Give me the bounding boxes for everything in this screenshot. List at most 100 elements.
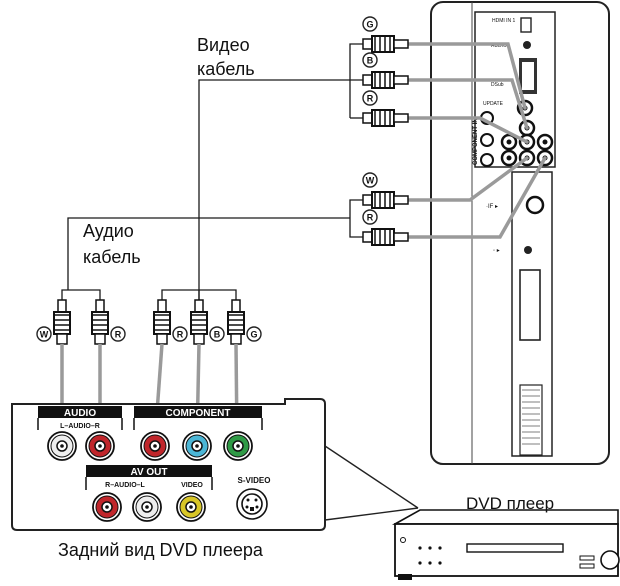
dvd-plug-comp-g-letter-circle [246,326,262,342]
tv-plug-b-letter: B [367,56,374,66]
dvd-plug-comp-b-strain [194,299,204,313]
dvd-plug-comp-r-tip [156,333,168,345]
dvd-plug-r [91,299,109,345]
dvd-plug-comp-b-letter: B [214,330,221,340]
dvd-plug-comp-b-tip [193,333,205,345]
tv-input-jack-pin-4 [506,155,512,161]
dvd-plug-comp-r-letter: R [177,330,184,340]
svideo-pin-3 [255,505,259,509]
component-y-jack-pin [236,444,240,448]
dvd-button-0 [418,546,422,550]
tv-hdmi-port [520,17,532,33]
tv-plug-r-strain [393,113,409,123]
tv-audio-cable-w [406,156,529,202]
tv-plug-b [362,71,409,89]
tv-video-cable-r [406,116,529,144]
audio-l-jack-pin [60,444,64,448]
svideo-pin-0 [246,498,250,502]
tv-plug-r2-strain [393,232,409,242]
video-cable-label-line1: Видео [197,35,250,55]
dvd-small-button-1 [579,555,595,561]
tv-plug-r-letter: R [367,94,374,104]
tv-plug-w-letter: W [366,176,375,186]
dvd-rear-view-label: Задний вид DVD плеера [58,540,263,560]
audio-header-bar [38,406,122,418]
svideo-pin-1 [254,498,258,502]
tv-dsub-inner [522,62,534,90]
tv-plug-r2-tip [362,231,373,243]
dvd-player-icon [391,509,620,580]
dvd-plug-w-letter-circle [36,326,52,342]
tv-plug-g-tip [362,38,373,50]
component-pr-jack-pin [153,444,157,448]
dvd-plug-comp-b-letter-circle [209,326,225,342]
dvd-foot-left [398,574,412,580]
video-harness-top [349,43,363,81]
tv-plug-r2-letter-circle [362,209,378,225]
dvd-plug-w-strain [57,299,67,313]
audio-cable-label-line1: Аудио [83,221,134,241]
tv-side-jack-2 [480,153,494,167]
audio-cable-main [67,217,350,290]
audio-header-brackets [37,418,123,430]
dvd-plug-r-tip [94,333,106,345]
dvd-plug-comp-g-tip [230,333,242,345]
avout-header-bar [86,465,212,477]
tv-plug-w-tip [362,194,373,206]
callout-line-top [324,445,419,509]
tv-lower-jack [524,246,532,254]
tv-plug-b-letter-circle [362,52,378,68]
avout-video-jack-pin [189,505,193,509]
tv-plug-r-letter-circle [362,90,378,106]
audio-sub-text: L–AUDIO–R [60,423,100,430]
callout-line-bottom [324,507,419,521]
tv-plug-g-letter-circle [362,16,378,32]
dvd-plug-r-strain [95,299,105,313]
tv-plug-r-tip [362,112,373,124]
dvd-disc-tray [466,543,564,553]
dvd-plug-w-letter: W [40,330,49,340]
tv-plug-r2-letter: R [367,213,374,223]
component-pb-jack-pin [195,444,199,448]
tv-if-mark: ·IF ▸ [486,204,498,210]
avout-video-text: VIDEO [181,482,203,489]
tv-audio-cable-r [406,156,547,239]
dvd-player-label: DVD плеер [466,494,555,513]
avout-header-text: AV OUT [130,467,167,478]
tv-plug-g-letter: G [366,20,373,30]
dvd-plug-w-tip [56,333,68,345]
tv-video-cable-b [406,78,529,130]
tv-plug-r [362,109,409,127]
dvd-plug-comp-b [190,299,208,345]
dvd-plug-r-letter-circle [110,326,126,342]
tv-audio-jack [523,41,531,49]
audio-header-text: AUDIO [64,408,96,419]
avout-l-jack-pin [145,505,149,509]
dvd-button-2 [438,546,442,550]
dvd-button-1 [428,546,432,550]
dvd-small-button-2 [579,563,595,569]
tv-update-label: UPDATE [483,101,504,107]
tv-plug-g [362,35,409,53]
component-header-bar [134,406,262,418]
tv-mark-2: ◦ ▸ [493,248,500,254]
video-cable-main [198,79,350,300]
audio-cable-label-line2: кабель [83,247,141,267]
tv-plug-g-strain [393,39,409,49]
tv-side-jack-1 [480,133,494,147]
tv-input-jack-pin-2 [506,139,512,145]
tv-plug-b-strain [393,75,409,85]
tv-video-cable-g [406,42,527,110]
tv-dsub-label: DSub [491,82,504,88]
component-header-text: COMPONENT [166,408,231,419]
video-cable-label-line2: кабель [197,59,255,79]
dvd-button-3 [418,561,422,565]
dvd-plug-comp-r [153,299,171,345]
svideo-key [250,507,254,511]
dvd-plug-r-letter: R [115,330,122,340]
dvd-plug-comp-r-letter-circle [172,326,188,342]
tv-plug-b-tip [362,74,373,86]
tv-plug-w [362,191,409,209]
